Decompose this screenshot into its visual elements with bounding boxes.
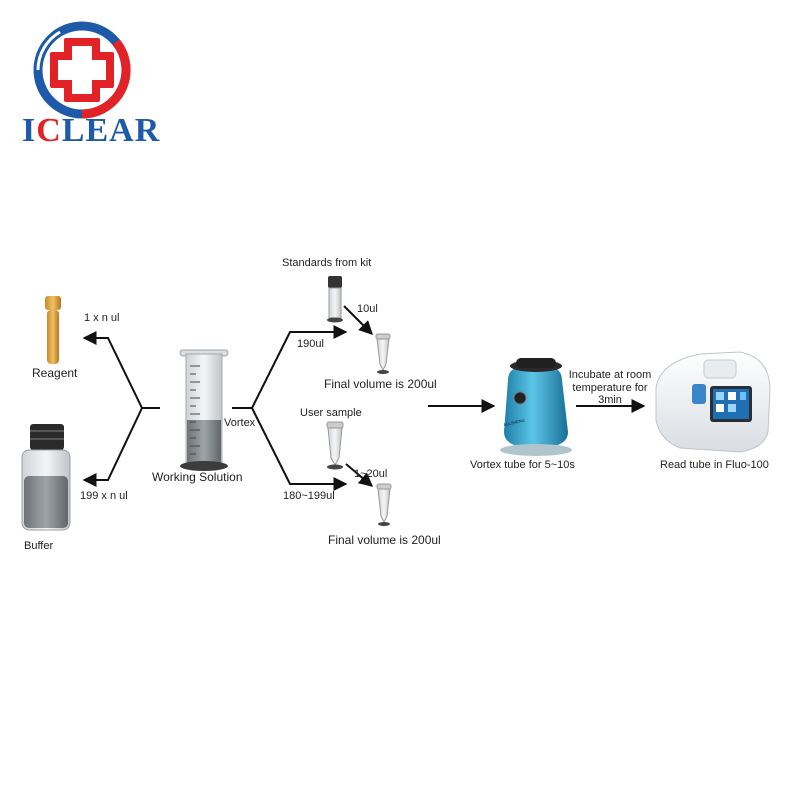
vortex-label: Vortex <box>224 417 256 429</box>
connector-working-to-buffer <box>82 407 143 487</box>
incubate-line-2: temperature for <box>572 381 648 394</box>
buffer-volume-label: 199 x n ul <box>80 490 128 502</box>
user-sample-final-volume: Final volume is 200ul <box>328 533 441 547</box>
connector-standards-to-final <box>343 305 373 335</box>
connector-working-to-reagent <box>82 331 160 409</box>
user-sample-label: User sample <box>300 407 362 419</box>
buffer-label: Buffer <box>24 540 54 552</box>
standards-final-tube-icon <box>375 333 391 374</box>
fluo-reader-icon <box>655 351 771 453</box>
user-sample-diluent-volume: 180~199ul <box>283 490 335 502</box>
standards-add-volume: 10ul <box>357 303 378 315</box>
vortex-mixer-icon: ALLSHENG <box>500 358 572 456</box>
vortexer-label: Vortex tube for 5~10s <box>470 459 575 471</box>
connector-user-to-final <box>345 463 374 487</box>
graduated-cylinder-icon <box>179 349 229 471</box>
reagent-vial-icon <box>45 296 61 364</box>
user-sample-tube-icon <box>326 421 344 470</box>
user-sample-add-volume: 1~20ul <box>354 468 388 480</box>
vortex-brand-text: ALLSHENG <box>503 418 525 427</box>
incubate-line-1: Incubate at room <box>568 369 652 381</box>
working-solution-label: Working Solution <box>152 470 243 484</box>
reader-label: Read tube in Fluo-100 <box>660 459 769 471</box>
incubate-line-3: 3min <box>598 394 622 407</box>
standards-final-volume: Final volume is 200ul <box>324 377 437 391</box>
iclear-logo <box>33 21 131 119</box>
connector-to-user-sample <box>251 407 348 491</box>
standards-tube-icon <box>327 276 343 323</box>
logo-wordmark: ICLEAR <box>22 112 161 149</box>
reagent-label: Reagent <box>32 366 78 380</box>
buffer-bottle-icon <box>21 424 71 531</box>
user-sample-final-tube-icon <box>376 483 392 526</box>
incubate-label: Incubate at room temperature for 3min <box>562 369 658 407</box>
connector-to-standards <box>232 325 348 409</box>
reagent-volume-label: 1 x n ul <box>84 312 120 324</box>
standards-label: Standards from kit <box>282 257 372 269</box>
standards-diluent-volume: 190ul <box>297 338 324 350</box>
